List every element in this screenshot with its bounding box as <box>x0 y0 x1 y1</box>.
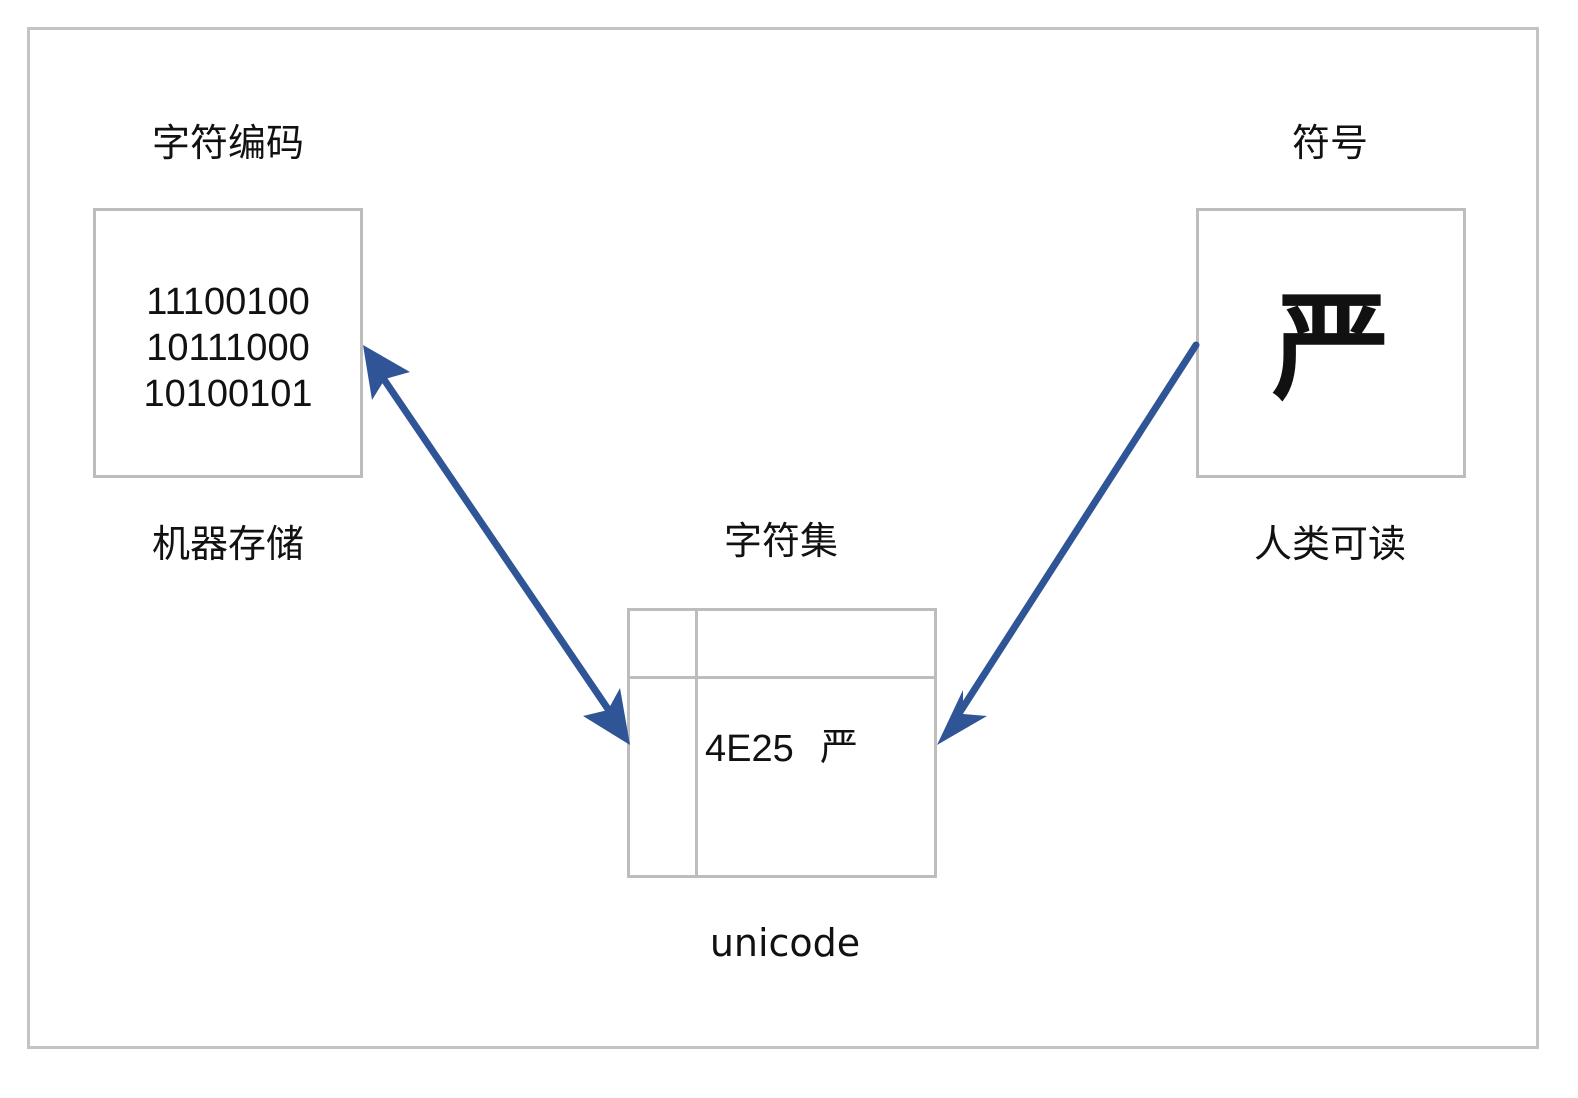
binary-line-3: 10100101 <box>143 373 313 415</box>
encoding-charset-arrow-shaft <box>379 374 614 716</box>
machine-storage-caption: 机器存储 <box>151 522 305 566</box>
diagram-frame <box>27 27 1539 1049</box>
charset-entry-char: 严 <box>820 725 859 769</box>
charset-title: 字符集 <box>723 519 839 563</box>
table-header-divider <box>630 676 934 679</box>
charset-left-arrowhead <box>583 688 630 745</box>
table-column-divider <box>695 611 698 875</box>
human-readable-caption: 人类可读 <box>1253 522 1407 566</box>
symbol-charset-arrow-shaft <box>956 341 1200 716</box>
charset-right-arrowhead <box>937 690 987 745</box>
symbol-glyph: 严 <box>1271 279 1390 417</box>
symbol-title: 符号 <box>1291 121 1369 165</box>
unicode-caption: unicode <box>709 921 861 965</box>
encoding-title: 字符编码 <box>151 121 305 165</box>
binary-line-1: 11100100 <box>146 281 310 323</box>
charset-table: 4E25 严 <box>627 608 937 878</box>
symbol-box: 严 <box>1196 208 1466 478</box>
charset-entry-code: 4E25 <box>705 728 794 770</box>
binary-line-2: 10111000 <box>146 327 310 369</box>
encoding-box: 11100100 10111000 10100101 <box>93 208 363 478</box>
encoding-arrowhead <box>363 345 410 400</box>
